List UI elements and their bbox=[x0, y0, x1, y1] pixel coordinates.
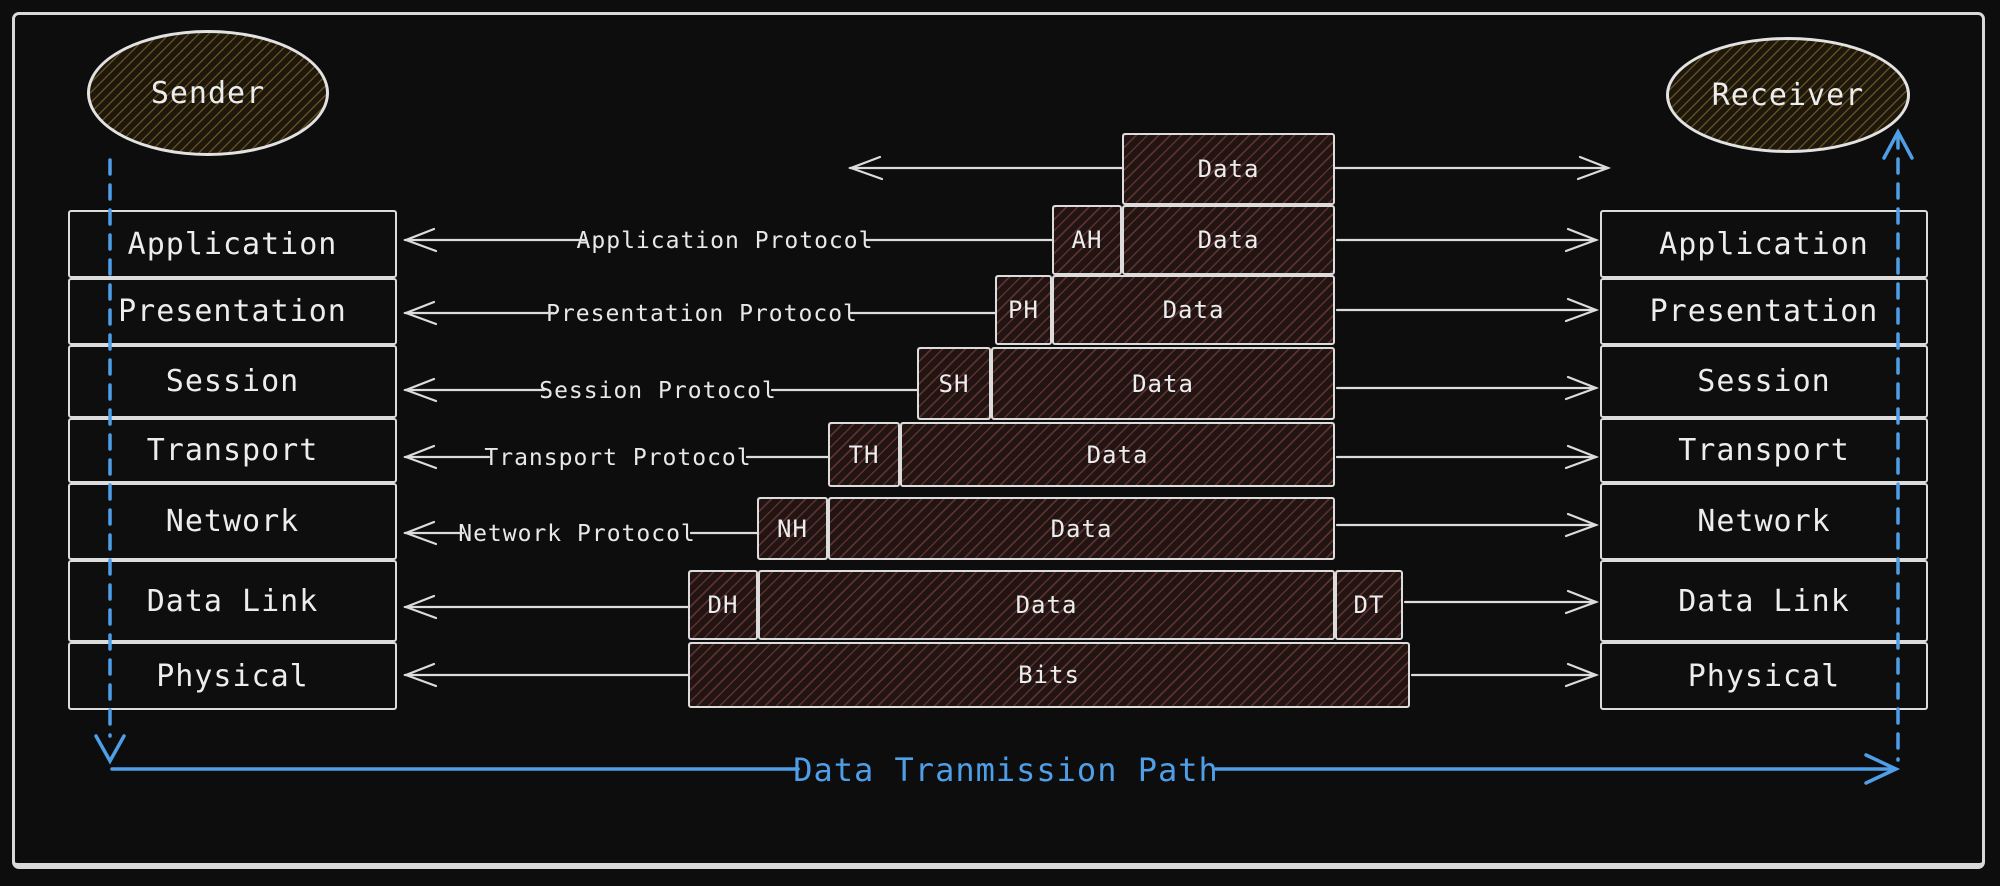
pdu-presentation-data-box: Data bbox=[1122, 205, 1335, 275]
receiver-node: Receiver bbox=[1666, 37, 1910, 153]
sender-layer-physical: Physical bbox=[68, 642, 397, 710]
receiver-label: Receiver bbox=[1711, 77, 1865, 113]
sender-layer-datalink: Data Link bbox=[68, 560, 397, 642]
receiver-layer-datalink: Data Link bbox=[1600, 560, 1928, 642]
sh-header-box: SH bbox=[917, 347, 991, 420]
receiver-layer-physical: Physical bbox=[1600, 642, 1928, 710]
transport-protocol-label: Transport Protocol bbox=[484, 445, 752, 471]
pdu-session-data-box: Data bbox=[1052, 275, 1335, 345]
transmission-path-title: Data Tranmission Path bbox=[793, 751, 1219, 789]
receiver-layer-transport: Transport bbox=[1600, 418, 1928, 483]
application-protocol-label: Application Protocol bbox=[576, 228, 874, 254]
session-protocol-label: Session Protocol bbox=[539, 378, 777, 404]
ph-header-box: PH bbox=[995, 275, 1052, 345]
receiver-layer-presentation: Presentation bbox=[1600, 278, 1928, 345]
sender-layer-session: Session bbox=[68, 345, 397, 418]
pdu-application-data-box: Data bbox=[1122, 133, 1335, 205]
network-protocol-label: Network Protocol bbox=[458, 521, 696, 547]
diagram-frame bbox=[12, 12, 1985, 869]
receiver-layer-application: Application bbox=[1600, 210, 1928, 278]
pdu-network-data-box: Data bbox=[900, 422, 1335, 487]
receiver-layer-session: Session bbox=[1600, 345, 1928, 418]
sender-layer-network: Network bbox=[68, 483, 397, 560]
sender-layer-application: Application bbox=[68, 210, 397, 278]
sender-layer-presentation: Presentation bbox=[68, 278, 397, 345]
sender-node: Sender bbox=[87, 30, 329, 156]
bits-box: Bits bbox=[688, 642, 1410, 708]
presentation-protocol-label: Presentation Protocol bbox=[546, 301, 858, 327]
pdu-frame-data-box: Data bbox=[758, 570, 1335, 640]
nh-header-box: NH bbox=[757, 497, 828, 560]
dt-trailer-box: DT bbox=[1335, 570, 1403, 640]
receiver-layer-network: Network bbox=[1600, 483, 1928, 560]
pdu-datalink-data-box: Data bbox=[828, 497, 1335, 560]
th-header-box: TH bbox=[828, 422, 900, 487]
ah-header-box: AH bbox=[1052, 205, 1122, 275]
pdu-transport-data-box: Data bbox=[991, 347, 1335, 420]
dh-header-box: DH bbox=[688, 570, 758, 640]
sender-label: Sender bbox=[150, 75, 266, 111]
sender-layer-transport: Transport bbox=[68, 418, 397, 483]
